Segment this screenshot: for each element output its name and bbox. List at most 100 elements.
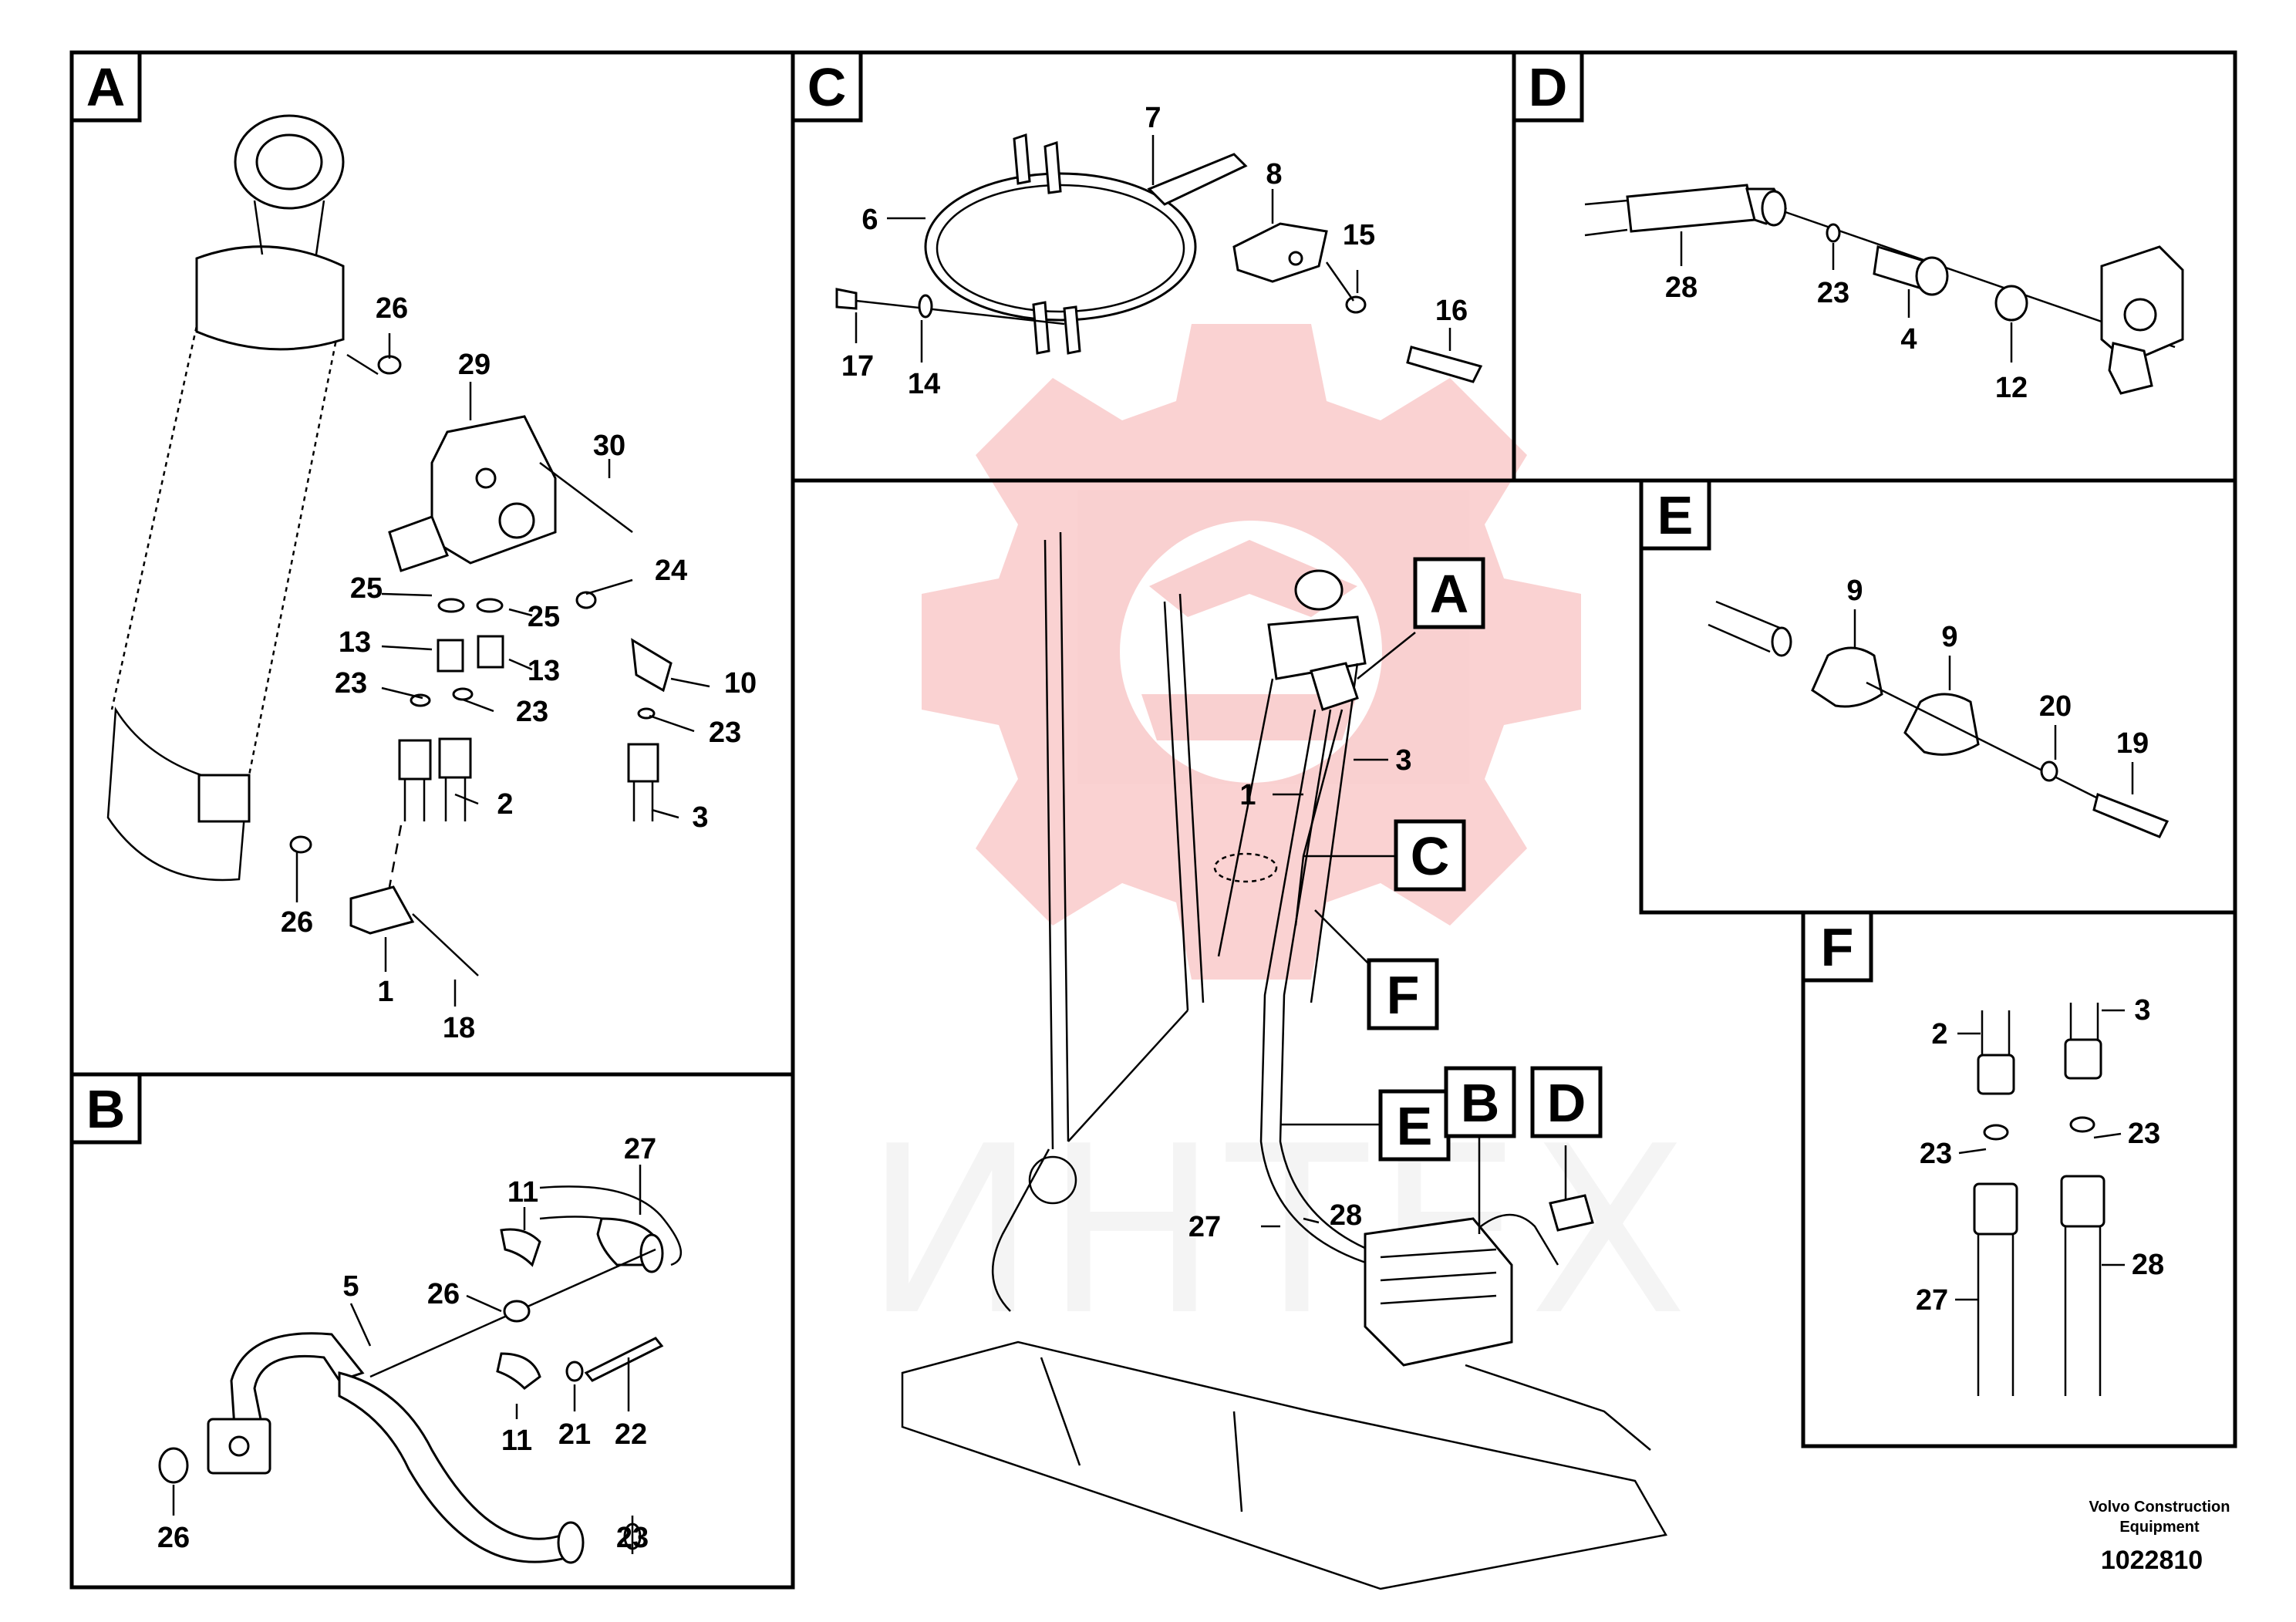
panel-c: 7 8 6 15 16 17 14 [835, 102, 1483, 400]
svg-text:D: D [1529, 57, 1568, 117]
brand-line-2: Equipment [2119, 1519, 2200, 1536]
callout-25: 25 [528, 601, 560, 633]
callout-20: 20 [2039, 690, 2072, 723]
callout-24: 24 [655, 555, 687, 587]
brand-line-1: Volvo Construction [2089, 1499, 2230, 1516]
overview: A C F E B D 3 1 27 28 [901, 531, 1667, 1590]
panel-c-callouts: 7 8 6 15 16 17 14 [841, 102, 1468, 400]
panel-d-leader-lines [1680, 231, 2013, 363]
callout-3: 3 [692, 801, 708, 834]
svg-text:B: B [86, 1079, 126, 1139]
callout-28: 28 [1665, 271, 1698, 304]
panel-d-label: D [1512, 50, 1584, 123]
callout-13: 13 [339, 626, 371, 659]
overview-tag-a: A [1413, 557, 1485, 629]
callout-21: 21 [558, 1418, 591, 1451]
svg-text:F: F [1387, 965, 1420, 1025]
callout-18: 18 [443, 1012, 475, 1044]
overview-tag-e: E [1378, 1089, 1451, 1162]
callout-4: 4 [1900, 323, 1917, 356]
callout-7: 7 [1145, 102, 1161, 134]
svg-text:E: E [1397, 1096, 1433, 1156]
watermark-text: ИНТЕХ [864, 1097, 1695, 1366]
panel-f-label: F [1801, 910, 1873, 983]
callout-14: 14 [908, 368, 940, 400]
callout-25: 25 [350, 572, 383, 605]
callout-10: 10 [724, 667, 757, 700]
callout-1: 1 [1239, 779, 1256, 811]
panel-a-label: A [69, 50, 142, 123]
panel-c-artwork [835, 133, 1483, 383]
panel-e-label: E [1639, 478, 1711, 551]
callout-5: 5 [342, 1270, 359, 1303]
svg-text:D: D [1547, 1073, 1586, 1133]
panel-c-leader-lines [855, 135, 1451, 363]
panel-b-callouts: 27 11 26 5 11 21 22 26 23 [157, 1133, 656, 1554]
svg-text:C: C [1411, 826, 1450, 886]
overview-artwork [901, 531, 1667, 1590]
callout-3: 3 [1395, 744, 1411, 777]
callout-17: 17 [841, 350, 874, 383]
panel-a-artwork [106, 114, 673, 976]
overview-tag-d: D [1530, 1066, 1603, 1138]
panel-c-label: C [791, 50, 863, 123]
callout-13: 13 [528, 655, 560, 687]
watermark-gear-logo [922, 324, 1581, 980]
callout-23: 23 [335, 667, 367, 700]
overview-tag-b: B [1444, 1066, 1516, 1138]
panel-frames [69, 50, 2237, 1590]
callout-23: 23 [616, 1522, 649, 1554]
panel-a-callouts: 26 29 30 24 25 25 13 13 23 23 10 23 2 3 … [281, 292, 757, 1044]
callout-27: 27 [1188, 1211, 1221, 1243]
callout-8: 8 [1266, 158, 1282, 191]
panel-e: 9 9 20 19 [1708, 575, 2170, 838]
callout-1: 1 [377, 976, 393, 1008]
callout-29: 29 [458, 349, 491, 381]
svg-text:B: B [1461, 1073, 1500, 1133]
watermark: ИНТЕХ [864, 324, 1695, 1366]
panel-f-leader-lines [1955, 1009, 2125, 1301]
overview-tag-c: C [1394, 819, 1466, 892]
callout-26: 26 [427, 1278, 460, 1310]
overview-callouts: 3 1 27 28 [1188, 744, 1412, 1243]
svg-text:C: C [807, 57, 847, 117]
panel-d-callouts: 28 23 4 12 [1665, 271, 2028, 404]
overview-tag-f: F [1367, 958, 1439, 1030]
callout-28: 28 [1330, 1199, 1362, 1232]
overview-leader-lines [1261, 632, 1567, 1234]
panel-b-leader-lines [172, 1165, 642, 1554]
panel-a-leader-lines [295, 333, 710, 1007]
document-number: 1022810 [2101, 1546, 2203, 1575]
callout-3: 3 [2134, 994, 2150, 1027]
callout-26: 26 [281, 906, 313, 939]
callout-23: 23 [2128, 1118, 2160, 1150]
callout-23: 23 [1920, 1138, 1952, 1170]
panel-d: 28 23 4 12 [1584, 184, 2184, 404]
svg-text:F: F [1821, 917, 1854, 977]
panel-e-callouts: 9 9 20 19 [1846, 575, 2149, 760]
callout-27: 27 [1916, 1284, 1948, 1317]
callout-27: 27 [624, 1133, 656, 1165]
panel-b-artwork [158, 1185, 683, 1564]
callout-6: 6 [861, 204, 878, 236]
callout-15: 15 [1343, 219, 1375, 251]
callout-30: 30 [593, 430, 625, 462]
callout-23: 23 [709, 717, 741, 749]
callout-9: 9 [1846, 575, 1863, 607]
svg-text:A: A [1430, 564, 1469, 624]
callout-2: 2 [1931, 1018, 1947, 1050]
panel-e-leader-lines [1853, 609, 2134, 794]
callout-26: 26 [157, 1522, 190, 1554]
panel-f-artwork [1973, 1003, 2106, 1396]
callout-19: 19 [2116, 727, 2149, 760]
svg-text:A: A [86, 57, 126, 117]
svg-text:E: E [1657, 485, 1694, 545]
callout-23: 23 [516, 696, 548, 728]
callout-2: 2 [497, 788, 513, 821]
callout-9: 9 [1941, 621, 1957, 653]
panel-b: 27 11 26 5 11 21 22 26 23 [157, 1133, 683, 1564]
callout-12: 12 [1995, 372, 2028, 404]
panel-e-artwork [1708, 600, 2170, 838]
callout-22: 22 [615, 1418, 647, 1451]
